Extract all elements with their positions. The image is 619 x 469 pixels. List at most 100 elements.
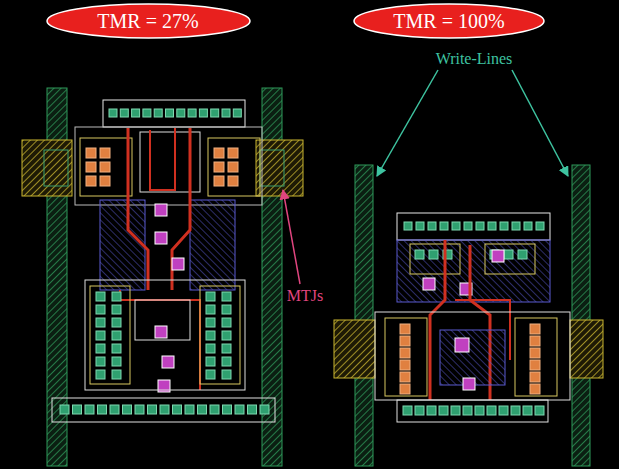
layout-rect (90, 286, 130, 384)
via (155, 232, 167, 244)
mtj (22, 140, 72, 196)
contact (154, 109, 162, 117)
layout-rect (375, 312, 570, 400)
contact (166, 109, 174, 117)
tmr-ellipse: TMR = 100% (353, 3, 545, 39)
contact (530, 348, 540, 358)
layout-rect (85, 280, 245, 390)
contact (530, 324, 540, 334)
layout-rect (208, 138, 260, 196)
contact (475, 406, 484, 415)
contact (112, 305, 121, 314)
contact (248, 405, 257, 414)
tmr-value: TMR = 100% (393, 11, 504, 31)
contact (120, 109, 128, 117)
contact (132, 109, 140, 117)
contact (222, 357, 231, 366)
contact (415, 406, 424, 415)
contact (235, 405, 244, 414)
layout-rect (515, 318, 557, 396)
contact (512, 222, 520, 230)
contact (504, 250, 513, 259)
contact (499, 406, 508, 415)
contact (96, 357, 105, 366)
contact (206, 370, 215, 379)
contact (524, 222, 532, 230)
wire (120, 290, 200, 390)
contact (112, 357, 121, 366)
contact (206, 331, 215, 340)
layout-rect (135, 300, 190, 340)
contact (112, 292, 121, 301)
ellipse-shape (354, 4, 544, 38)
contact (523, 406, 532, 415)
contact (222, 370, 231, 379)
contact (530, 360, 540, 370)
contact (96, 344, 105, 353)
contact (464, 222, 472, 230)
contact (210, 405, 219, 414)
mtj-label: MTJs (287, 288, 323, 304)
contact (112, 344, 121, 353)
contact (222, 318, 231, 327)
contact (440, 222, 448, 230)
contact (185, 405, 194, 414)
contact (60, 405, 69, 414)
metal (440, 330, 505, 385)
contact (177, 109, 185, 117)
write-line (355, 165, 373, 466)
contact (535, 406, 544, 415)
contact (222, 344, 231, 353)
contact (536, 222, 544, 230)
via (423, 278, 435, 290)
wire (128, 128, 148, 290)
contact (427, 406, 436, 415)
via (155, 326, 167, 338)
layout-rect (75, 127, 262, 205)
metal (190, 200, 235, 290)
contact (488, 222, 496, 230)
contact (228, 176, 238, 186)
contact (416, 222, 424, 230)
contact (530, 372, 540, 382)
contact (143, 109, 151, 117)
contact (73, 405, 82, 414)
via (155, 204, 167, 216)
via (455, 338, 469, 352)
contact (476, 222, 484, 230)
contact (400, 348, 410, 358)
contact (96, 305, 105, 314)
contact (112, 370, 121, 379)
contact (100, 176, 110, 186)
contact (451, 406, 460, 415)
contact (415, 250, 424, 259)
contact (403, 406, 412, 415)
contact (188, 109, 196, 117)
contact (206, 344, 215, 353)
contact (206, 292, 215, 301)
contact (500, 222, 508, 230)
contact (429, 250, 438, 259)
contact (100, 162, 110, 172)
metal (100, 200, 145, 290)
contact (109, 109, 117, 117)
contact (206, 318, 215, 327)
layout-rect (385, 318, 427, 396)
contact (86, 176, 96, 186)
metal (397, 240, 550, 302)
contact (400, 372, 410, 382)
contact (211, 109, 219, 117)
layout-rect (103, 100, 245, 127)
contact (530, 336, 540, 346)
layout-rect (397, 213, 550, 240)
contact (428, 222, 436, 230)
layout-rect (485, 244, 535, 274)
via (172, 258, 184, 270)
contact (112, 318, 121, 327)
via (162, 356, 174, 368)
contact (222, 292, 231, 301)
contact (110, 405, 119, 414)
contact (530, 384, 540, 394)
contact (85, 405, 94, 414)
